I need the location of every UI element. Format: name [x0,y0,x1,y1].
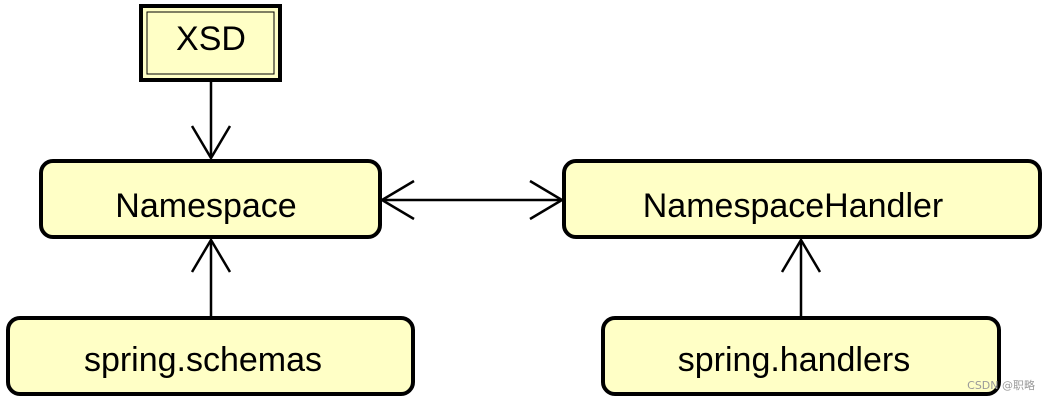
watermark: CSDN @职略 [967,379,1035,392]
node-xsd-box [139,4,282,82]
node-namespace-box [39,159,382,239]
edge-springschemas-to-namespace [190,237,232,316]
node-spring-schemas-label: spring.schemas [84,341,322,379]
edge-xsd-to-namespace [190,82,232,161]
edge-namespace-namespacehandler [379,179,565,221]
node-spring-handlers: spring.handlers [601,316,1001,396]
node-spring-handlers-box [601,316,1001,396]
node-spring-handlers-label: spring.handlers [678,341,910,379]
node-namespace-handler-label: NamespaceHandler [643,187,944,225]
node-xsd: XSD [139,4,282,82]
edge-springhandlers-to-namespacehandler [780,237,822,316]
node-xsd-label: XSD [176,20,246,58]
node-spring-schemas-box [6,316,415,396]
node-namespace-handler: NamespaceHandler [562,159,1042,239]
node-namespace-label: Namespace [115,187,296,225]
node-namespace-handler-box [562,159,1042,239]
node-namespace: Namespace [39,159,382,239]
node-spring-schemas: spring.schemas [6,316,415,396]
